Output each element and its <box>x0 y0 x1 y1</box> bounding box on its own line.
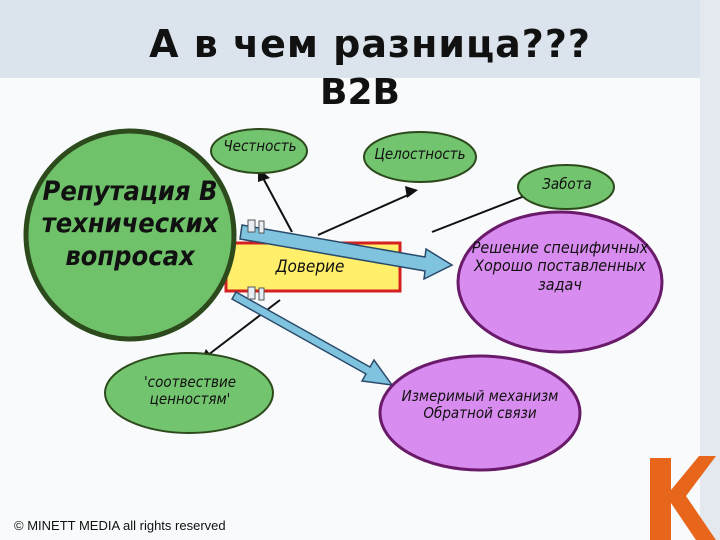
integrity-label: Целостность <box>374 145 466 163</box>
copyright-text: © MINETT MEDIA all rights reserved <box>14 518 226 533</box>
dash-1 <box>247 219 256 233</box>
arrow-to-integrity <box>317 194 409 236</box>
logo <box>650 456 716 540</box>
dash-4 <box>258 287 265 301</box>
logo-stem <box>650 458 671 540</box>
arrow-dashes <box>247 219 265 301</box>
arrowhead-integrity <box>405 186 418 198</box>
dash-3 <box>247 286 256 300</box>
arrow-to-care <box>431 191 536 233</box>
dash-2 <box>258 220 265 234</box>
trust-label: Доверие <box>275 257 345 277</box>
title-band <box>0 0 700 78</box>
page-title: А в чем разница??? <box>149 22 591 66</box>
care-label: Забота <box>542 175 592 193</box>
page-subtitle: B2B <box>320 72 400 113</box>
values-ellipse <box>104 352 274 434</box>
honesty-ellipse <box>210 128 308 174</box>
reputation-circle <box>23 128 237 342</box>
care-ellipse <box>517 164 615 210</box>
logo-arms <box>671 456 716 540</box>
block-arrow-solution <box>239 224 454 281</box>
integrity-ellipse <box>363 131 477 183</box>
block-arrow-feedback <box>230 290 394 386</box>
right-band <box>700 0 720 540</box>
solution-ellipse <box>456 210 664 354</box>
reputation-label: Репутация В технических вопросах <box>41 176 219 272</box>
values-label: 'соотвествие ценностям' <box>143 373 237 409</box>
feedback-ellipse <box>378 354 582 472</box>
solution-label: Решение специфичных Хорошо поставленных … <box>471 238 649 294</box>
honesty-label: Честность <box>223 137 297 155</box>
feedback-label: Измеримый механизм Обратной связи <box>401 387 559 423</box>
arrow-to-honesty <box>262 177 293 233</box>
